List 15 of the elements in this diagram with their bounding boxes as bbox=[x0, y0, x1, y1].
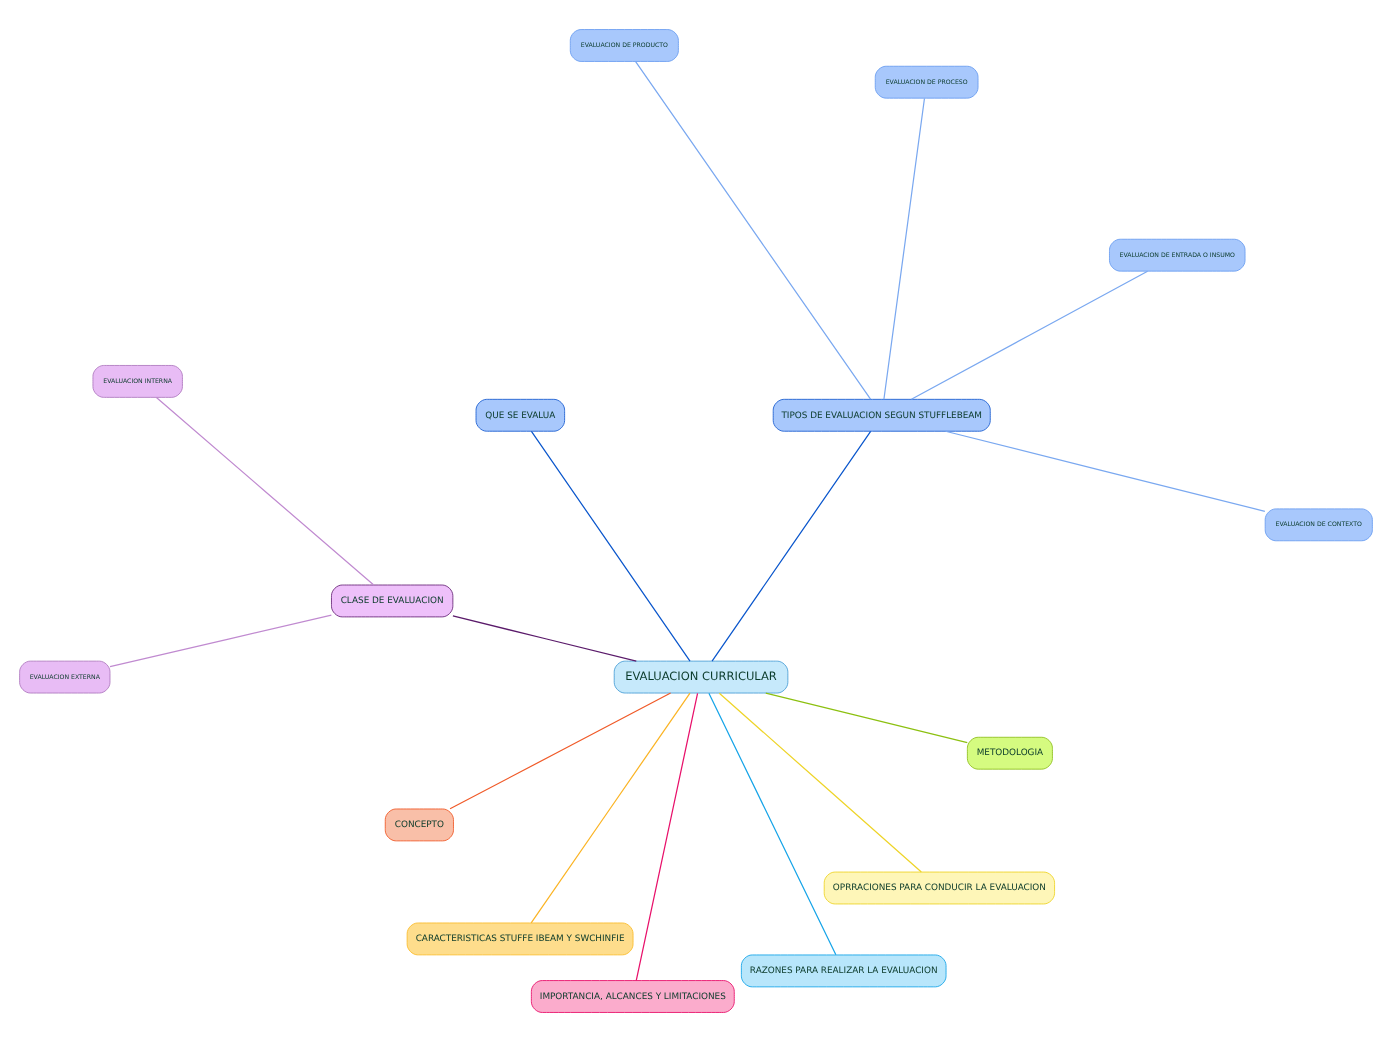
connector bbox=[883, 96, 926, 399]
connector bbox=[109, 613, 332, 667]
connector bbox=[530, 691, 691, 923]
connector bbox=[530, 429, 691, 661]
connector bbox=[449, 691, 672, 809]
connector bbox=[765, 691, 968, 743]
connector bbox=[708, 691, 837, 955]
connector bbox=[910, 269, 1149, 399]
connector bbox=[944, 429, 1266, 511]
connector bbox=[718, 691, 922, 872]
connector bbox=[635, 60, 872, 399]
connector bbox=[155, 395, 375, 585]
connector bbox=[635, 691, 699, 980]
connector bbox=[711, 429, 872, 661]
connector bbox=[452, 614, 637, 661]
